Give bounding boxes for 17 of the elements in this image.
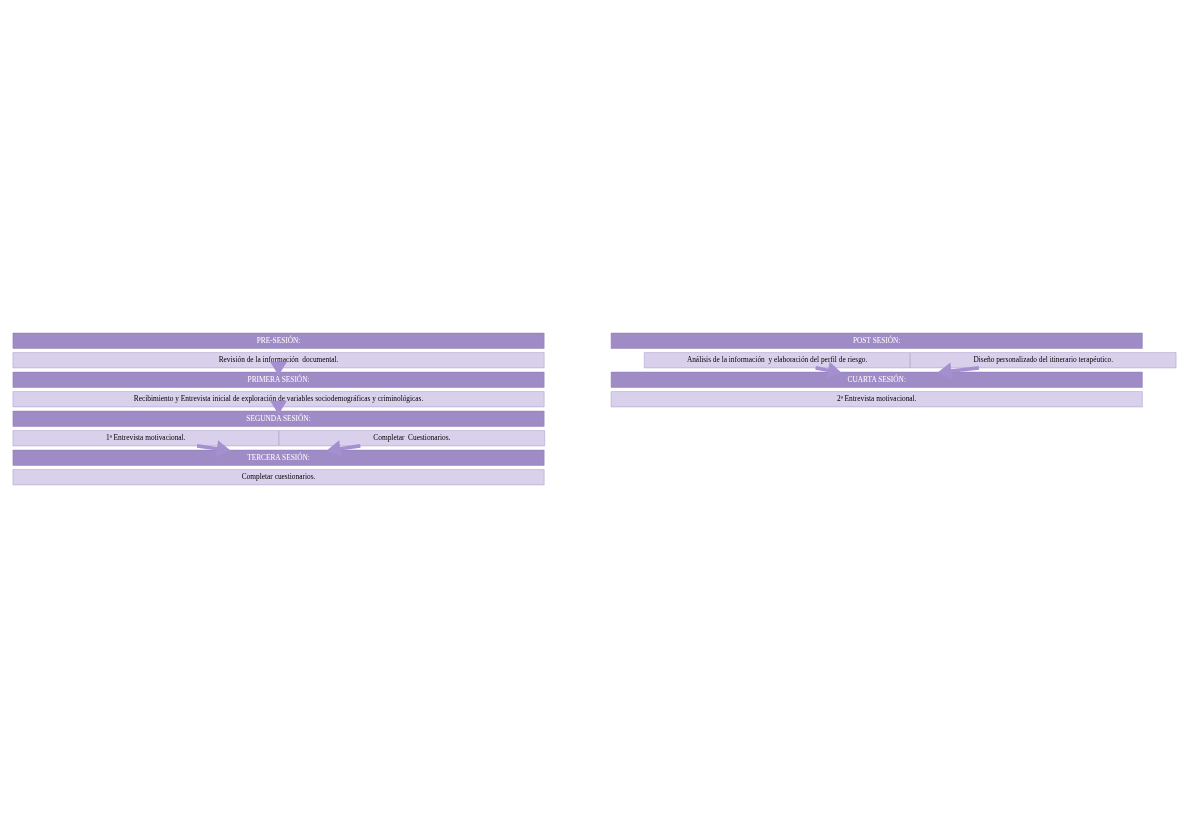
arrow	[270, 400, 287, 415]
node-box: TERCERA SESIÓN:	[12, 449, 545, 466]
node-box: Completar Cuestionarios.	[278, 430, 545, 447]
node-box: SEGUNDA SESIÓN:	[12, 410, 545, 427]
node-box: POST SESIÓN:	[610, 332, 1143, 349]
arrow	[937, 362, 980, 380]
arrow	[326, 440, 361, 458]
node-box: PRE-SESIÓN:	[12, 332, 545, 349]
node-box: PRIMERA SESIÓN:	[12, 371, 545, 388]
node-box: Análisis de la información y elaboración del perfil de riesgo.	[644, 352, 911, 369]
node-box: Diseño personalizado del itinerario terapéutico.	[910, 352, 1177, 369]
node-box: 2ª Entrevista motivacional.	[610, 391, 1143, 408]
arrow	[270, 361, 287, 376]
arrow	[196, 440, 231, 458]
node-box: Completar cuestionarios.	[12, 469, 545, 486]
node-box: 1ª Entrevista motivacional.	[12, 430, 279, 447]
node-box: CUARTA SESIÓN:	[610, 371, 1143, 388]
